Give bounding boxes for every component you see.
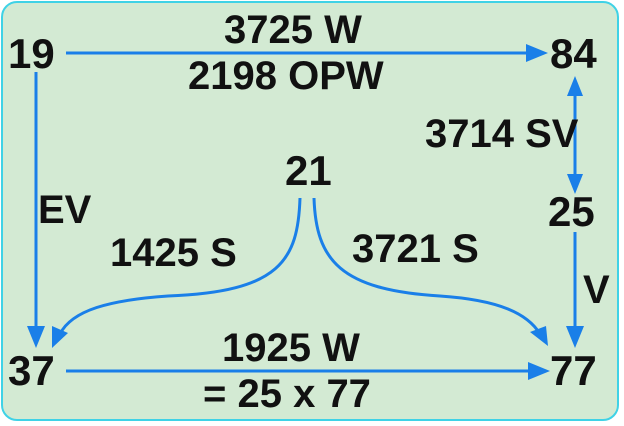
edge-label-1425s: 1425 S (110, 231, 237, 275)
arrowhead-77-from-21 (530, 326, 548, 346)
arrow-21-to-37 (58, 197, 302, 335)
edge-label-equation: = 25 x 77 (203, 372, 371, 416)
edge-label-v: V (583, 268, 610, 312)
edge-label-1925w: 1925 W (222, 326, 360, 370)
arrowhead-37-from-19 (27, 326, 45, 348)
diagram-panel (1, 1, 619, 421)
edge-label-3714sv: 3714 SV (425, 112, 579, 156)
node-77: 77 (550, 347, 597, 394)
edge-label-2198opw: 2198 OPW (188, 54, 384, 98)
edge-label-3721s: 3721 S (352, 227, 479, 271)
node-21: 21 (285, 147, 332, 194)
node-84: 84 (550, 30, 597, 77)
edge-label-3725w: 3725 W (224, 8, 362, 52)
arrowhead-37-from-21 (52, 326, 68, 348)
node-19: 19 (8, 30, 55, 77)
node-25: 25 (548, 188, 595, 235)
node-37: 37 (8, 347, 55, 394)
arrowhead-25 (567, 174, 583, 194)
arrow-21-to-77 (312, 197, 542, 335)
arrowhead-77-from-25 (566, 326, 584, 348)
arrowhead-84-from-25 (567, 76, 583, 96)
edge-label-ev: EV (38, 188, 92, 232)
arrowhead-77-from-37 (528, 362, 550, 380)
arrowhead-84 (526, 44, 548, 62)
